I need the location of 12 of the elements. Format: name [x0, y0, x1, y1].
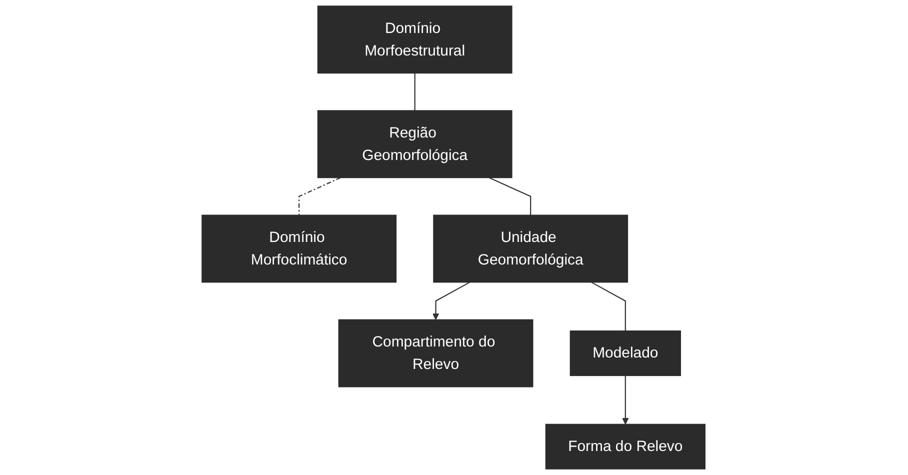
connector: [298, 177, 342, 216]
node-box: Modelado: [570, 330, 682, 376]
node-box: Domínio Morfoclimático: [202, 214, 397, 283]
node-box: Forma do Relevo: [546, 424, 706, 470]
node-box: Unidade Geomorfológica: [434, 214, 628, 283]
connector: [414, 73, 416, 111]
node-box: Compartimento do Relevo: [338, 319, 534, 388]
arrow: [432, 282, 470, 320]
node-box: Região Geomorfológica: [318, 110, 513, 178]
arrow: [622, 376, 630, 424]
node-box: Domínio Morfoestrutural: [318, 6, 513, 74]
connector: [489, 177, 532, 216]
